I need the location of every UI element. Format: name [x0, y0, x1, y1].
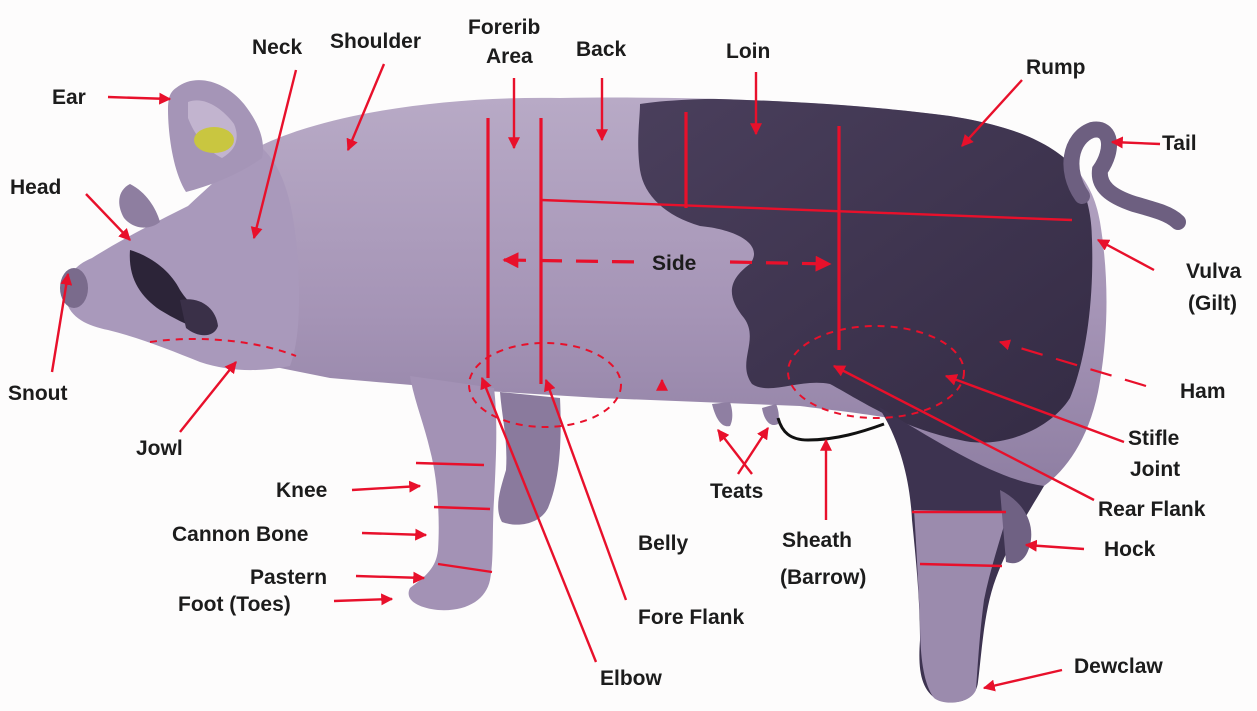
teat-shape-2 [762, 404, 779, 425]
label-ear: Ear [52, 86, 86, 109]
label-hock: Hock [1104, 538, 1156, 561]
label-vulva-line2: (Gilt) [1188, 292, 1237, 315]
ear-far [119, 184, 160, 228]
label-ham: Ham [1180, 380, 1226, 403]
label-back: Back [576, 38, 627, 61]
label-neck: Neck [252, 36, 303, 59]
label-head: Head [10, 176, 61, 199]
label-stifle-line2: Joint [1130, 458, 1180, 481]
label-pastern: Pastern [250, 566, 327, 589]
ear-tag [194, 127, 234, 153]
label-forerib-line2: Area [486, 45, 533, 68]
label-snout: Snout [8, 382, 67, 405]
label-dewclaw: Dewclaw [1074, 655, 1163, 678]
teat-shape [712, 402, 732, 426]
label-shoulder: Shoulder [330, 30, 421, 53]
label-loin: Loin [726, 40, 770, 63]
label-fore-flank: Fore Flank [638, 606, 745, 629]
label-knee: Knee [276, 479, 327, 502]
label-sheath-line1: Sheath [782, 529, 852, 552]
label-side: Side [652, 252, 696, 275]
label-stifle-line1: Stifle [1128, 427, 1179, 450]
label-vulva-line1: Vulva [1186, 260, 1242, 283]
label-rear-flank: Rear Flank [1098, 498, 1206, 521]
label-sheath-line2: (Barrow) [780, 566, 866, 589]
label-foot: Foot (Toes) [178, 593, 291, 616]
fore-leg [409, 376, 497, 610]
sheath-outline [778, 418, 884, 440]
left-fore-leg-rear [498, 392, 561, 525]
hind-leg-lower [914, 510, 1008, 703]
label-cannon-bone: Cannon Bone [172, 523, 309, 546]
label-rump: Rump [1026, 56, 1086, 79]
label-tail: Tail [1162, 132, 1197, 155]
label-forerib-line1: Forerib [468, 16, 540, 39]
label-jowl: Jowl [136, 437, 183, 460]
label-elbow: Elbow [600, 667, 662, 690]
label-belly: Belly [638, 532, 689, 555]
label-teats: Teats [710, 480, 763, 503]
